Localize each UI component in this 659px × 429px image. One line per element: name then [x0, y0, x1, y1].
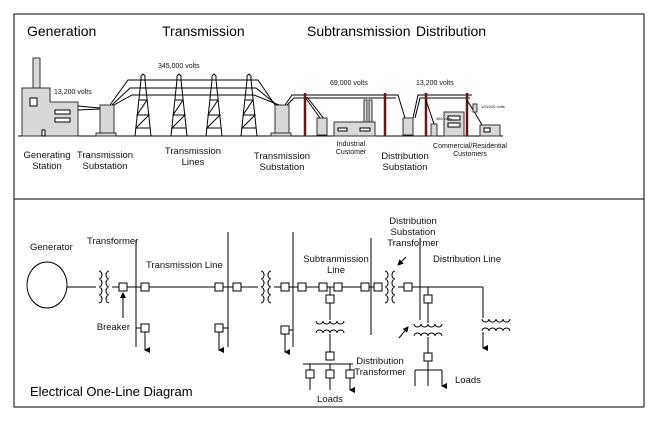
voltage-trans: 345,000 volts: [158, 63, 200, 70]
generator-symbol: [26, 261, 68, 309]
transformer-symbol: [258, 270, 274, 304]
label-loads-1: Loads: [317, 394, 343, 405]
label-loads-2: Loads: [455, 375, 481, 386]
label-generator: Generator: [30, 242, 73, 253]
label-transformer: Transformer: [87, 236, 138, 247]
commercial-building-icon: [443, 111, 465, 137]
transformer-symbol: [382, 270, 398, 304]
residential-house-icon: [479, 124, 501, 137]
industrial-customer-icon: [333, 99, 376, 137]
voltage-subtrans: 69,000 volts: [330, 80, 368, 87]
voltage-gen: 13,200 volts: [54, 89, 92, 96]
heading-transmission: Transmission: [162, 23, 245, 39]
voltage-residential: 120/240 volts: [481, 104, 505, 109]
transmission-conductors: [109, 79, 280, 106]
diagram-title: Electrical One-Line Diagram: [30, 384, 193, 399]
heading-generation: Generation: [27, 23, 96, 39]
distribution-transformer-symbol: [413, 323, 443, 337]
heading-distribution: Distribution: [416, 23, 486, 39]
label-transmission-line: Transmission Line: [146, 260, 223, 271]
distribution-transformer-symbol: [481, 318, 511, 332]
voltage-commercial: 480 volts: [436, 116, 452, 121]
breakers: [118, 282, 413, 292]
outer-frame: [13, 13, 645, 408]
buses: [135, 232, 421, 347]
generating-station-icon: [21, 57, 79, 137]
distribution-transformer-symbol: [315, 320, 345, 334]
one-line-diagram: Generator Transformer Breaker Transmissi…: [26, 216, 511, 405]
top-illustration: Generation Transmission Subtransmission …: [18, 23, 507, 173]
transmission-substation-1-icon: [95, 104, 117, 137]
heading-subtransmission: Subtransmission: [307, 23, 411, 39]
transformer-symbol: [96, 270, 112, 304]
distribution-substation-icon: [402, 117, 414, 136]
industrial-transformer-icon: [316, 117, 328, 136]
voltage-dist: 13,200 volts: [416, 80, 454, 87]
transmission-towers: [134, 73, 258, 137]
label-breaker: Breaker: [97, 322, 130, 333]
transmission-substation-2-icon: [270, 104, 292, 137]
label-distribution-line: Distribution Line: [433, 254, 501, 265]
